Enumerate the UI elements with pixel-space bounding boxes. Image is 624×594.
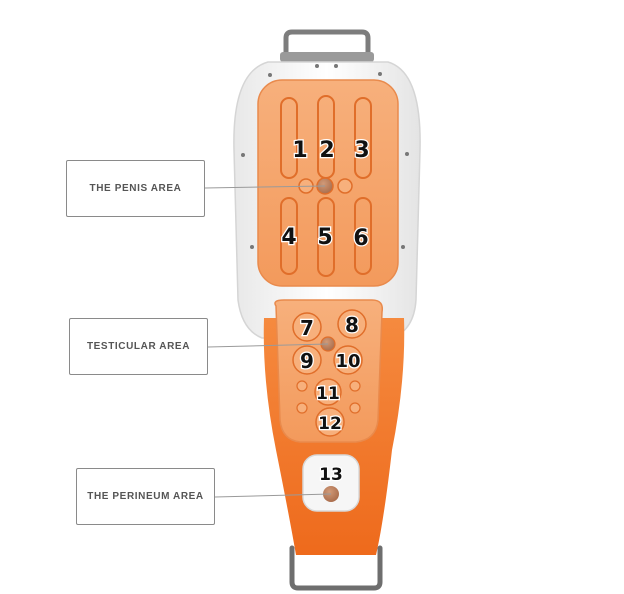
bottom-metal-handle bbox=[289, 545, 383, 591]
pad-number-3: 3 bbox=[354, 138, 369, 163]
top-handle-mount bbox=[280, 52, 374, 62]
pad-number-11: 11 bbox=[316, 384, 340, 404]
testicular-area-round-pads bbox=[292, 309, 367, 437]
testicular-area-small-nodes bbox=[296, 380, 361, 414]
penis-area-slots bbox=[280, 95, 372, 277]
penis-area-label: THE PENIS AREA bbox=[66, 160, 205, 217]
pad-number-12: 12 bbox=[318, 414, 342, 434]
pad-number-4: 4 bbox=[281, 225, 296, 250]
pad-number-13: 13 bbox=[319, 465, 343, 485]
leader-lines bbox=[204, 185, 332, 498]
pad-number-7: 7 bbox=[300, 316, 314, 340]
pad-number-6: 6 bbox=[353, 226, 368, 251]
pad-number-10: 10 bbox=[335, 351, 360, 372]
pad-number-2: 2 bbox=[319, 138, 334, 163]
testicular-area-label: TESTICULAR AREA bbox=[69, 318, 208, 375]
top-metal-handle bbox=[283, 29, 371, 61]
pad-number-5: 5 bbox=[317, 225, 332, 250]
frame-screws bbox=[241, 64, 409, 249]
pad-number-8: 8 bbox=[345, 313, 359, 337]
pad-number-9: 9 bbox=[300, 349, 314, 373]
perineum-area-label: THE PERINEUM AREA bbox=[76, 468, 215, 525]
perineum-area-pad bbox=[302, 454, 360, 512]
pad-number-1: 1 bbox=[292, 138, 307, 163]
